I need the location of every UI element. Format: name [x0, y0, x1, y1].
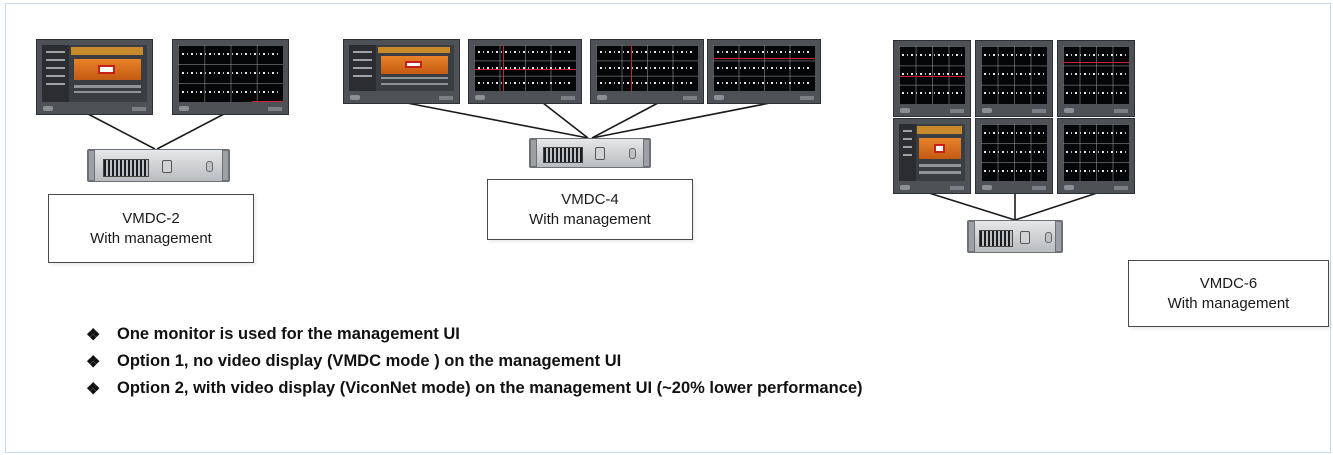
wire — [542, 102, 589, 139]
wire — [406, 102, 589, 139]
config-label-vmdc-4: VMDC-4 With management — [487, 179, 693, 240]
wire — [1014, 192, 1098, 221]
management-monitor — [343, 39, 460, 104]
wire — [591, 102, 771, 139]
wire — [591, 102, 659, 139]
video-wall-monitor — [1057, 40, 1135, 117]
wire — [87, 113, 156, 150]
bullet-item: ❖ Option 2, with video display (ViconNet … — [86, 375, 863, 402]
bullet-item: ❖ One monitor is used for the management … — [86, 321, 863, 348]
config-label-vmdc-2: VMDC-2 With management — [48, 194, 254, 263]
bullet-text: One monitor is used for the management U… — [117, 325, 460, 343]
vmdc-server — [529, 138, 651, 168]
video-wall-monitor — [468, 39, 582, 104]
diamond-bullet-icon: ❖ — [86, 326, 101, 344]
diamond-bullet-icon: ❖ — [86, 353, 101, 371]
bullet-text: Option 1, no video display (VMDC mode ) … — [117, 352, 622, 370]
video-wall-monitor — [172, 39, 289, 115]
config-label-vmdc-6: VMDC-6 With management — [1128, 260, 1329, 327]
diamond-bullet-icon: ❖ — [86, 380, 101, 398]
management-monitor — [36, 39, 153, 115]
video-wall-monitor — [893, 40, 971, 117]
wire — [928, 192, 1016, 221]
video-wall-monitor — [590, 39, 704, 104]
config-model: VMDC-6 — [1199, 274, 1258, 292]
slide-frame — [5, 3, 1331, 453]
video-wall-monitor — [975, 118, 1053, 194]
video-wall-monitor — [1057, 118, 1135, 194]
vmdc-server — [87, 149, 230, 182]
bullet-text: Option 2, with video display (ViconNet m… — [117, 379, 863, 397]
bullet-item: ❖ Option 1, no video display (VMDC mode )… — [86, 348, 863, 375]
config-subtitle: With management — [1167, 294, 1290, 312]
video-wall-monitor — [707, 39, 821, 104]
wire — [156, 113, 225, 150]
config-model: VMDC-2 — [122, 209, 180, 227]
config-subtitle: With management — [90, 229, 212, 247]
config-subtitle: With management — [529, 210, 651, 228]
vmdc-server — [967, 220, 1063, 253]
config-model: VMDC-4 — [561, 190, 619, 208]
management-monitor — [893, 118, 971, 194]
video-wall-monitor — [975, 40, 1053, 117]
bullet-list: ❖ One monitor is used for the management … — [86, 321, 863, 402]
